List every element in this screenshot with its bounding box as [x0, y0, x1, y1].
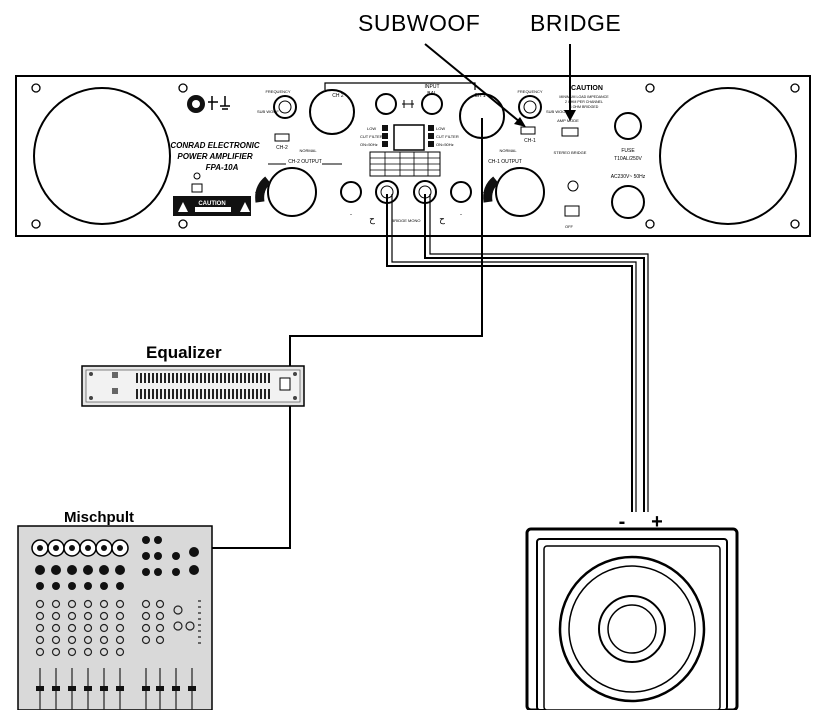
amp-mode-switch [561, 127, 579, 137]
svg-text:AMP MODE: AMP MODE [557, 118, 579, 123]
svg-text:FUSE: FUSE [621, 148, 635, 154]
equalizer-device [81, 365, 305, 407]
subwoofer-cabinet [525, 527, 739, 712]
svg-text:BRIDGE MONO: BRIDGE MONO [392, 218, 421, 223]
svg-text:ON=50Hz: ON=50Hz [436, 142, 454, 147]
svg-text:MINIMUM LOAD IMPEDANCE: MINIMUM LOAD IMPEDANCE [559, 95, 609, 99]
svg-text:4 OHM BRIDGED: 4 OHM BRIDGED [570, 105, 599, 109]
model-number: FPA-10A [206, 163, 239, 172]
mixer-label: Mischpult [64, 509, 134, 526]
svg-text:CH 2: CH 2 [332, 93, 344, 99]
speaker-plus-terminal: + [651, 511, 663, 533]
svg-text:T10AL/250V: T10AL/250V [614, 156, 642, 162]
ch2-input-xlr [309, 89, 355, 135]
speaker-cable-plus [424, 194, 645, 512]
cable-eq-to-amp [289, 118, 483, 372]
svg-text:STEREO BRIDGE: STEREO BRIDGE [554, 150, 587, 155]
svg-text:CH 1: CH 1 [474, 93, 486, 99]
svg-text:SUB WOOF: SUB WOOF [546, 109, 568, 114]
svg-text:NORMAL: NORMAL [299, 148, 317, 153]
equalizer-label: Equalizer [146, 343, 222, 362]
svg-text:LOW: LOW [367, 126, 376, 131]
svg-text:ON=50Hz: ON=50Hz [360, 142, 378, 147]
svg-text:NORMAL: NORMAL [499, 148, 517, 153]
mains-power-socket [611, 185, 645, 219]
ch2-frequency-knob [273, 95, 297, 119]
svg-text:ح: ح [369, 214, 375, 225]
fuse-holder [614, 112, 642, 140]
svg-text:CUT FILTER: CUT FILTER [436, 134, 459, 139]
right-fan-grille [659, 87, 797, 225]
ch2-subwoof-switch [274, 133, 290, 142]
svg-text:OFF: OFF [565, 224, 574, 229]
ch1-frequency-knob [518, 95, 542, 119]
ch2-input-jack [375, 93, 397, 115]
svg-text:CH-1 OUTPUT: CH-1 OUTPUT [488, 159, 522, 165]
left-fan-grille [33, 87, 171, 225]
power-switch [564, 205, 580, 217]
cable-mixer-to-eq [198, 392, 291, 549]
bridge-label: BRIDGE [530, 10, 622, 36]
power-amplifier-panel: CONRAD ELECTRONIC POWER AMPLIFIER FPA-10… [15, 75, 811, 237]
svg-text:2 OHM PER CHANNEL: 2 OHM PER CHANNEL [565, 100, 603, 104]
svg-text:FREQUENCY: FREQUENCY [517, 89, 542, 94]
speaker-minus-terminal: - [619, 511, 626, 533]
svg-text:AC230V~ 50Hz: AC230V~ 50Hz [611, 174, 646, 180]
brand-line-1: CONRAD ELECTRONIC [170, 141, 260, 150]
bridge-polarity-table [369, 151, 441, 177]
ch1-output-volume-knob [495, 167, 545, 217]
caution-warning-label: CAUTION [173, 196, 251, 216]
mixer-device [17, 525, 213, 711]
svg-text:INPUT: INPUT [425, 84, 440, 90]
svg-text:-: - [460, 212, 462, 218]
svg-text:SUB WOOF: SUB WOOF [257, 109, 279, 114]
svg-text:CAUTION: CAUTION [571, 85, 603, 92]
speaker-cable-minus [386, 194, 633, 512]
cables [198, 118, 649, 549]
ch1-subwoof-switch [520, 126, 536, 135]
brand-line-2: POWER AMPLIFIER [177, 152, 252, 161]
subwoof-label: SUBWOOF [358, 10, 481, 36]
subwoof-callout-arrow [424, 43, 526, 127]
svg-text:CH-1: CH-1 [524, 138, 536, 144]
bridge-callout-arrow [564, 44, 576, 121]
svg-text:-: - [350, 212, 352, 218]
svg-text:CH-2: CH-2 [276, 145, 288, 151]
ch1-speakon-minus [450, 181, 472, 203]
svg-text:LOW: LOW [436, 126, 445, 131]
svg-text:FREQUENCY: FREQUENCY [265, 89, 290, 94]
svg-text:CAUTION: CAUTION [198, 201, 225, 207]
ch2-output-volume-knob [267, 167, 317, 217]
ch2-speakon-minus [340, 181, 362, 203]
ch1-input-jack [421, 93, 443, 115]
svg-text:ح: ح [439, 214, 445, 225]
svg-text:CH-2 OUTPUT: CH-2 OUTPUT [288, 159, 322, 165]
svg-text:CUT FILTER: CUT FILTER [360, 134, 383, 139]
